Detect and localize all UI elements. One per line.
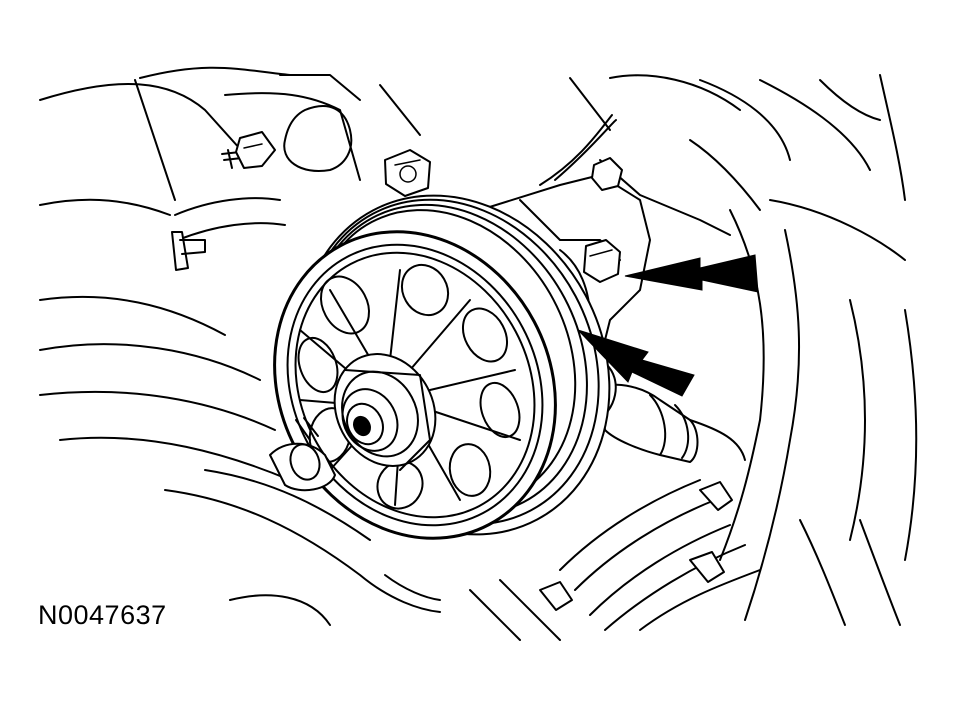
stud-bolt bbox=[221, 131, 276, 169]
lower-hose-fitting bbox=[269, 417, 336, 492]
mount-nut bbox=[384, 149, 431, 197]
pulley-spokes bbox=[297, 263, 521, 510]
upper-arrow bbox=[624, 254, 759, 293]
figure-id-label: N0047637 bbox=[38, 600, 167, 630]
arrow-left-icon bbox=[577, 329, 695, 397]
arrow-left-icon bbox=[624, 254, 759, 293]
lower-arrow bbox=[577, 329, 695, 397]
upper-hose-clamp bbox=[171, 197, 286, 271]
tube-fittings bbox=[539, 481, 733, 611]
pulley bbox=[273, 194, 611, 540]
engine-background-lines bbox=[39, 66, 918, 641]
